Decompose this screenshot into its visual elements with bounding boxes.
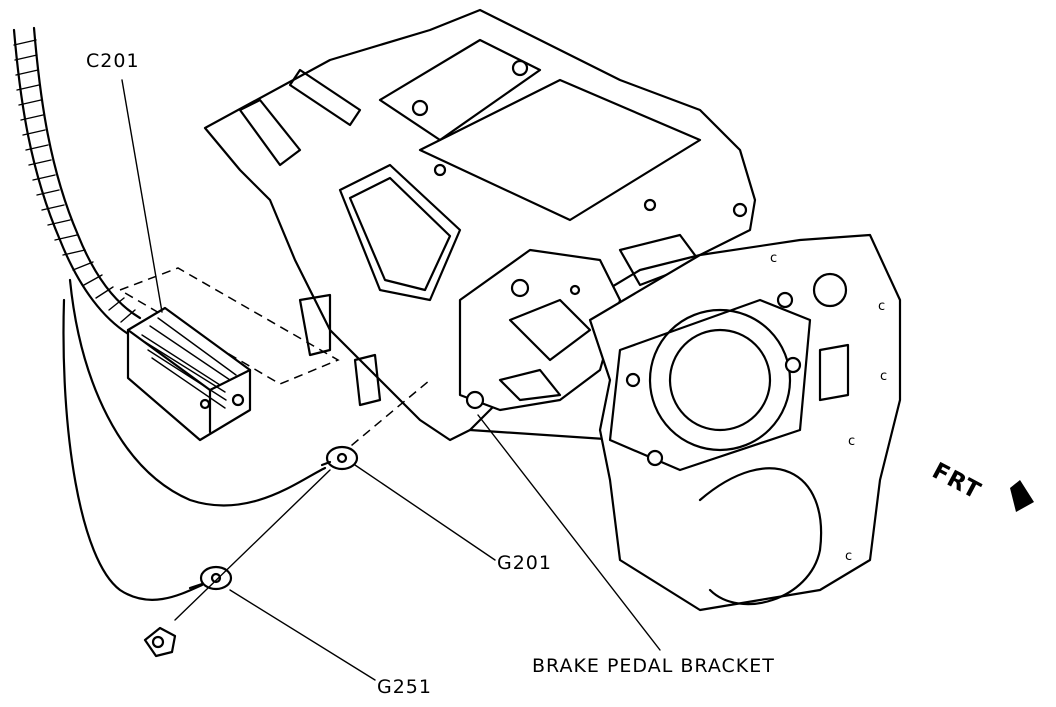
arrow-right-down-icon [1010, 480, 1034, 512]
svg-text:c: c [878, 299, 885, 314]
svg-text:c: c [770, 251, 777, 266]
ground-wires [62, 278, 327, 601]
svg-text:c: c [845, 549, 852, 564]
svg-text:c: c [880, 369, 887, 384]
svg-text:c: c [848, 434, 855, 449]
harness-conduit [12, 26, 142, 337]
label-g251: G251 [377, 676, 432, 698]
label-g201: G201 [497, 552, 552, 574]
label-c201: C201 [86, 50, 140, 72]
brake-pedal-bracket-assembly [203, 8, 757, 442]
label-brake-pedal-bracket: BRAKE PEDAL BRACKET [532, 655, 775, 677]
connector-c201 [118, 79, 340, 442]
ground-terminals [143, 379, 431, 658]
leader-lines [229, 414, 661, 681]
dash-panel: c c c c c [588, 233, 902, 612]
